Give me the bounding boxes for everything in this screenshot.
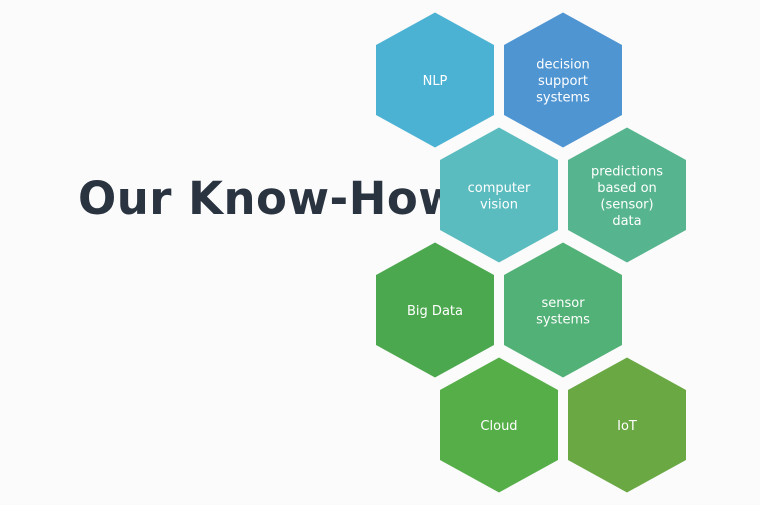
hexagon-shape	[504, 242, 622, 378]
hexagon-label: decision	[536, 58, 590, 73]
hexagon-iot: IoT	[568, 357, 686, 493]
hexagon-label: vision	[480, 197, 518, 212]
hexagon-label: predictions	[591, 164, 663, 179]
hexagon-cloud: Cloud	[440, 357, 558, 493]
hexagon-label: sensor	[541, 296, 585, 311]
hexagon-predictions-sensor-data: predictions based on(sensor) data	[568, 127, 686, 263]
hexagon-shape	[440, 357, 558, 493]
hexagon-nlp: NLP	[376, 12, 494, 148]
hexagon-shape	[568, 127, 686, 263]
hexagon-shape	[440, 127, 558, 263]
hexagon-label: data	[612, 214, 641, 229]
hexagon-shape	[376, 242, 494, 378]
hexagon-label: support	[538, 74, 588, 89]
hexagon-shape	[376, 12, 494, 148]
hexagon-label: based on	[597, 181, 657, 196]
hexagon-label: Big Data	[407, 304, 463, 319]
hexagon-shape	[568, 357, 686, 493]
hexagon-label: IoT	[617, 419, 637, 434]
hexagon-shape	[504, 12, 622, 148]
page-title: Our Know-How	[78, 172, 461, 225]
hexagon-label: Cloud	[480, 419, 517, 434]
hexagon-label: systems	[536, 312, 590, 327]
hexagon-label: systems	[536, 91, 590, 106]
hexagon-label: NLP	[423, 74, 448, 89]
hexagon-label: computer	[468, 181, 531, 196]
hexagon-big-data: Big Data	[376, 242, 494, 378]
hexagon-label: (sensor)	[600, 197, 653, 212]
